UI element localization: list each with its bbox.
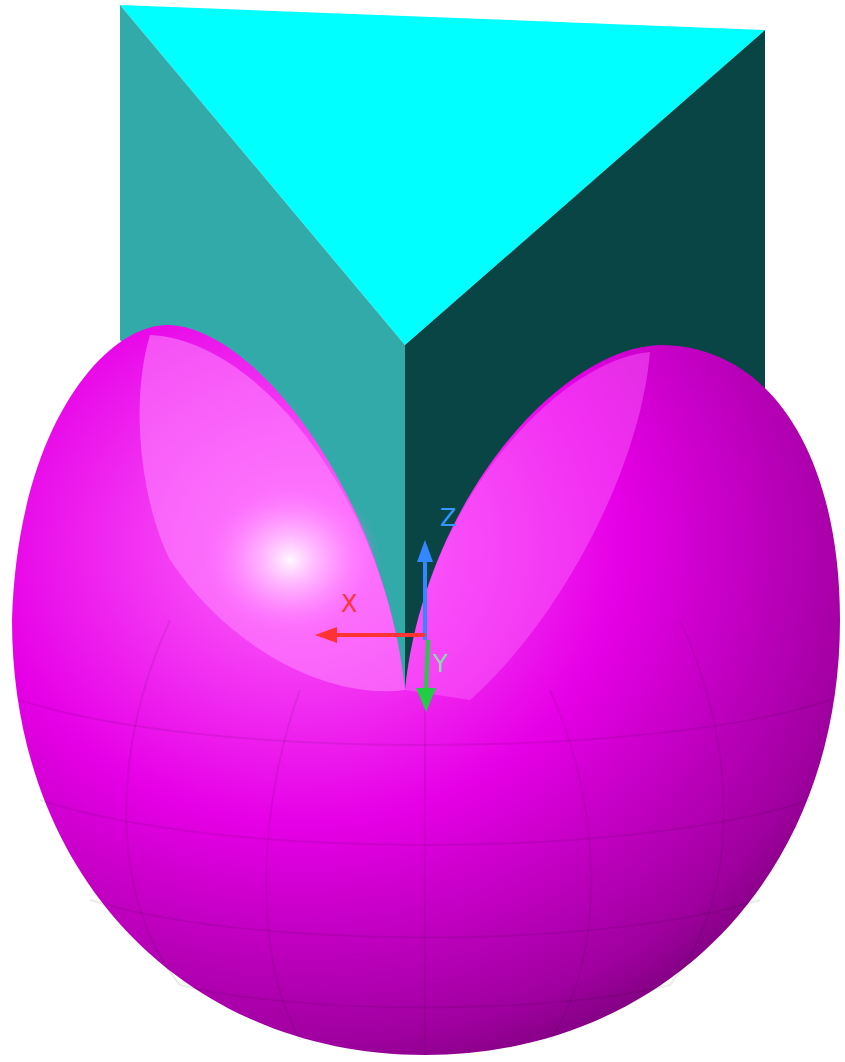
axis-label: Y bbox=[433, 652, 448, 676]
facet-lines bbox=[20, 620, 830, 1055]
cut-surface bbox=[405, 352, 650, 700]
sphere bbox=[12, 325, 840, 1055]
axis-label: X bbox=[341, 592, 357, 616]
cut-surface bbox=[140, 335, 405, 691]
axis-label: Z bbox=[440, 506, 456, 530]
highlight bbox=[200, 480, 380, 640]
axis-icon bbox=[315, 540, 436, 712]
